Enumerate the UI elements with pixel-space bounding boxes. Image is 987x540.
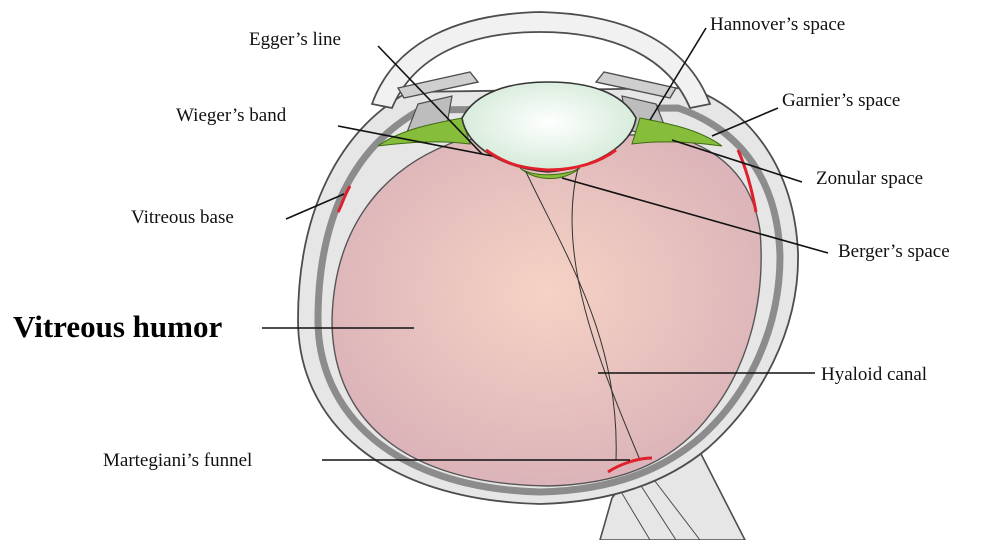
label-eggers-line: Egger’s line: [249, 29, 341, 50]
label-hyaloid-canal: Hyaloid canal: [821, 364, 927, 385]
label-wiegers-band: Wieger’s band: [176, 105, 287, 126]
label-vitreous-humor: Vitreous humor: [13, 309, 222, 344]
label-garniers-space: Garnier’s space: [782, 90, 900, 111]
label-martegianis-funnel: Martegiani’s funnel: [103, 450, 252, 471]
label-zonular-space: Zonular space: [816, 168, 923, 189]
label-vitreous-base: Vitreous base: [131, 207, 234, 228]
label-bergers-space: Berger’s space: [838, 241, 950, 262]
label-hannovers-space: Hannover’s space: [710, 14, 845, 35]
